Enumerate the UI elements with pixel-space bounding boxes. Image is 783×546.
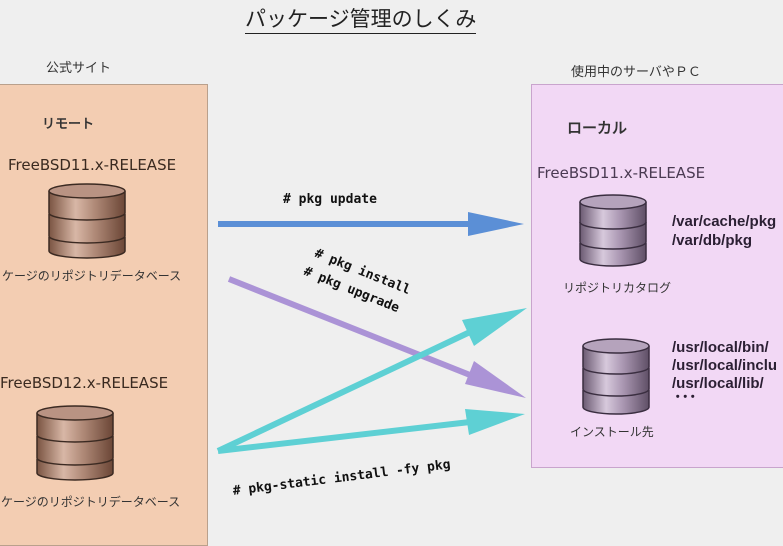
repo2-database-icon [36, 405, 114, 481]
static-arrow-to-install [217, 409, 525, 454]
install-path-ellipsis: ･･･ [674, 389, 697, 406]
repo1-database-icon [48, 183, 126, 259]
local-label: ローカル [567, 119, 628, 137]
repo1-release-name: FreeBSD11.x-RELEASE [8, 156, 177, 174]
update-arrow [218, 212, 524, 236]
local-release-name: FreeBSD11.x-RELEASE [537, 164, 706, 182]
catalog-path-cache: /var/cache/pkg [672, 213, 777, 230]
install-caption: インストール先 [570, 425, 654, 439]
remote-label: リモート [42, 117, 95, 132]
cmd-update: # pkg update [283, 192, 377, 207]
cmd-static-install: # pkg-static install -fy pkg [232, 457, 452, 499]
official-site-heading: 公式サイト [46, 61, 112, 76]
repo1-caption: ケージのリポジトリデータベース [2, 269, 182, 283]
page-title: パッケージ管理のしくみ [245, 6, 477, 34]
install-database-icon [582, 338, 650, 415]
local-machine-heading: 使用中のサーバやＰＣ [571, 65, 701, 80]
catalog-caption: リポジトリカタログ [563, 281, 672, 295]
repo2-caption: ケージのリポジトリデータベース [1, 495, 181, 509]
install-path-lib: /usr/local/lib/ [672, 375, 764, 392]
catalog-path-db: /var/db/pkg [672, 232, 753, 249]
install-path-bin: /usr/local/bin/ [672, 339, 769, 356]
install-path-include: /usr/local/inclu [672, 357, 778, 374]
catalog-database-icon [579, 194, 647, 267]
repo2-release-name: FreeBSD12.x-RELEASE [0, 374, 169, 392]
static-arrow-to-catalog [216, 308, 527, 454]
local-panel [531, 84, 783, 468]
